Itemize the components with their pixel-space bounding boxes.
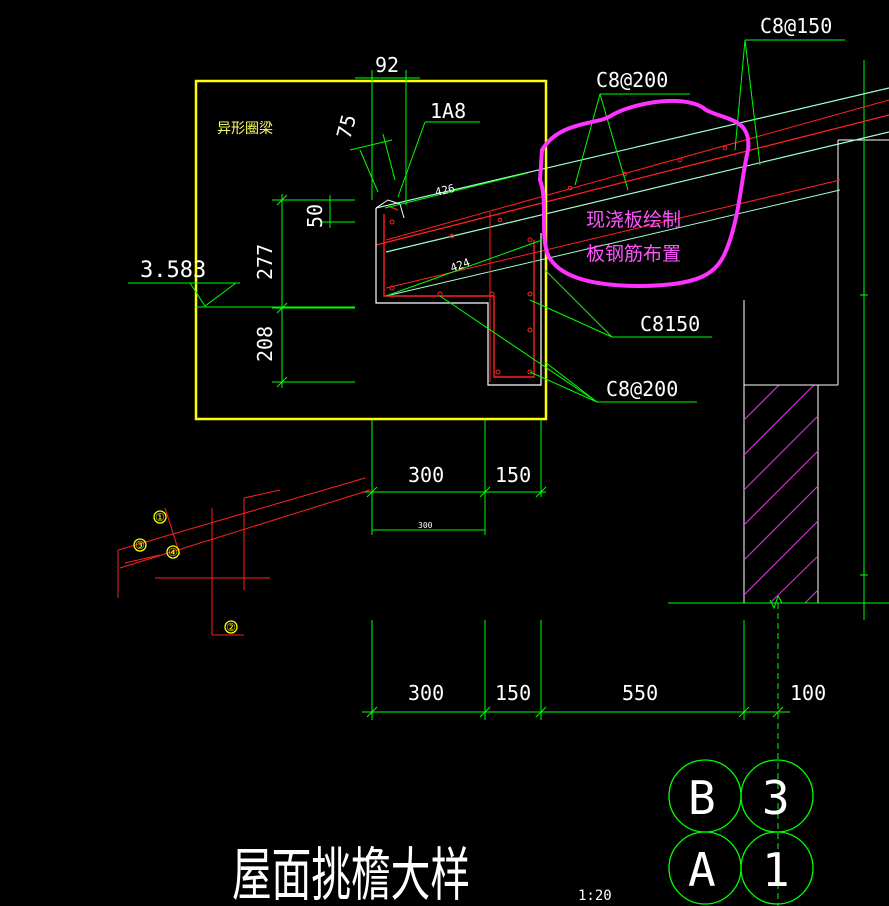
axis-bubbles: B 3 A 1 [668,759,814,905]
drawing-scale: 1:20 [578,888,612,904]
dim-50: 50 [303,204,327,228]
axis-B: B [688,771,716,825]
upper-horizontal-dims [362,420,547,535]
dim-small-300: 300 [418,521,433,530]
label-1A8: 1A8 [430,99,466,123]
marker-2: ② [226,621,236,634]
top-dimensions [349,70,480,205]
dim-lower-100: 100 [790,681,826,705]
label-stirrup: C8150 [640,312,700,336]
dim-lower-300: 300 [408,681,444,705]
dim-upper-150: 150 [495,463,531,487]
dim-92: 92 [375,53,399,77]
wall-hatch [743,384,819,604]
revision-cloud [537,99,751,289]
marker-4: ④ [168,546,178,559]
elevation-value: 3.583 [140,258,206,283]
ring-beam-label: 异形圈梁 [217,121,273,137]
dim-75: 75 [332,112,361,141]
ring-beam-section [375,145,728,386]
slab-dimensions [384,172,543,297]
dim-277: 277 [253,244,277,280]
drawing-title: 屋面挑檐大样 [232,841,470,906]
note-line-1: 现浇板绘制 [586,209,681,231]
axis-3: 3 [762,771,790,825]
vertical-dimensions [272,194,355,388]
dim-upper-300: 300 [408,463,444,487]
dim-lower-550: 550 [622,681,658,705]
axis-A: A [688,843,716,897]
elevation-mark [128,282,355,308]
dim-424: 424 [449,256,472,275]
axis-1: 1 [762,843,790,897]
lower-horizontal-dims [362,620,790,720]
roof-slab [375,87,889,297]
label-top-mid: C8@200 [596,68,668,92]
marker-3: ③ [135,539,145,552]
marker-1: ① [155,511,165,524]
rebar-markers: ① ③ ④ ② [133,510,238,634]
rebar-leaders [439,39,845,403]
dim-426: 426 [434,182,456,199]
note-line-2: 板钢筋布置 [586,243,681,265]
rebar-sketch [117,477,371,636]
label-bottom: C8@200 [606,377,678,401]
label-top-right: C8@150 [760,14,832,38]
wall-column [668,60,889,906]
dim-208: 208 [253,326,277,362]
dim-lower-150: 150 [495,681,531,705]
